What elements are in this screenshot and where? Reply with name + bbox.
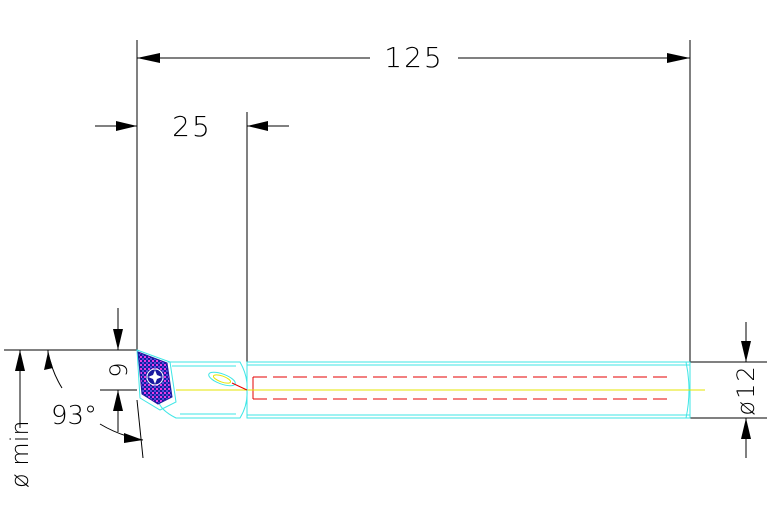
angle-arc-upper <box>47 351 63 389</box>
shank-diameter-label: ø12 <box>732 364 760 415</box>
arrow-min-bore-icon <box>15 350 25 371</box>
arrow-head-left-icon <box>116 121 137 131</box>
arrow-diameter-bottom-icon <box>741 418 751 439</box>
head-length-label: 25 <box>172 110 212 143</box>
arrow-angle-upper-icon <box>44 352 53 370</box>
insert-edge-extension <box>136 399 144 459</box>
min-bore-label: ø min <box>6 420 34 488</box>
arrow-diameter-top-icon <box>741 341 751 362</box>
shank-diameter-dimension: ø12 <box>690 322 767 458</box>
arrow-right-icon <box>667 53 690 63</box>
tool-head-neck <box>157 361 248 419</box>
coolant-outlet <box>208 371 236 387</box>
angle-arc-lower <box>99 423 144 441</box>
arrow-depth-top-icon <box>113 329 123 350</box>
torx-screw-icon <box>146 368 164 386</box>
cut-depth-dimension: 9 ø min <box>4 308 137 488</box>
head-length-dimension: 25 <box>95 110 289 362</box>
cut-depth-label: 9 <box>105 362 133 377</box>
overall-length-label: 125 <box>384 41 443 74</box>
arrow-depth-bottom-icon <box>113 390 123 411</box>
arrow-head-right-icon <box>247 121 268 131</box>
arrow-left-icon <box>137 53 160 63</box>
approach-angle-dimension: 93° <box>44 350 144 459</box>
boring-bar-tool <box>136 349 705 419</box>
coolant-outlet-channel <box>231 382 248 391</box>
overall-length-dimension: 125 <box>136 40 691 368</box>
coolant-outlet-inner <box>212 374 232 384</box>
approach-angle-label: 93° <box>51 401 97 431</box>
arrow-angle-lower-icon <box>124 433 143 443</box>
insert-pocket <box>136 349 177 411</box>
